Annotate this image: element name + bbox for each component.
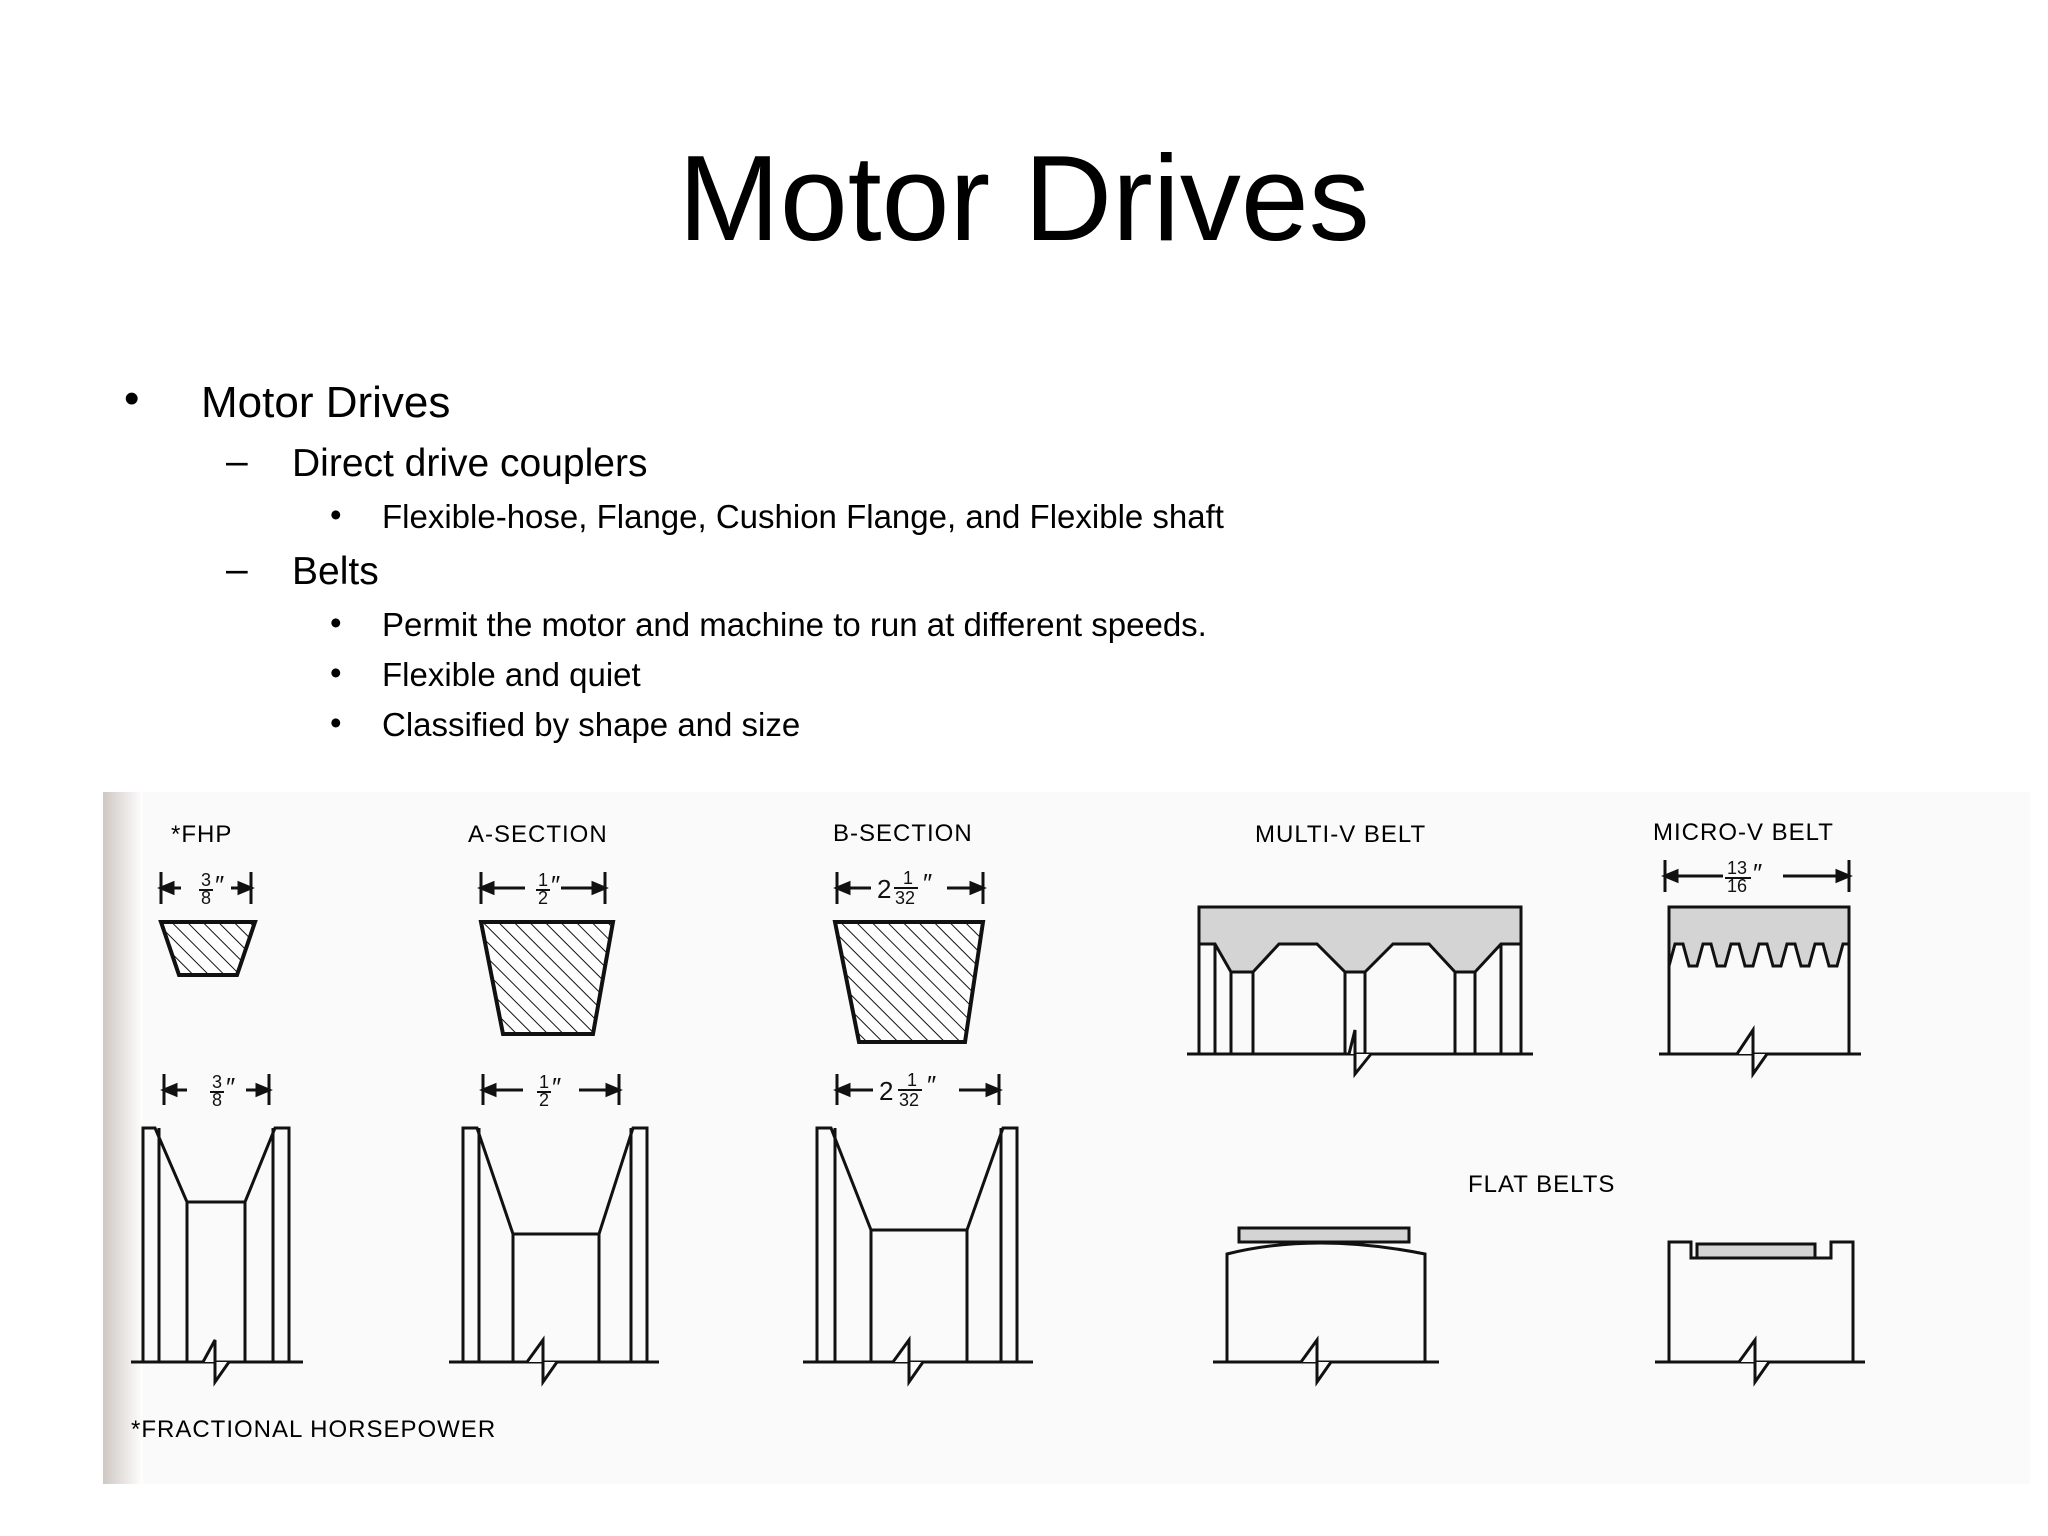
bullet-coupler-types: Flexible-hose, Flange, Cushion Flange, a… [382,498,1224,535]
b-sheave-dim-whole: 2 [879,1076,893,1106]
bullet-marker: • [124,374,140,423]
bullet-marker: • [330,654,342,691]
fhp-sheave-dim-inch: ″ [226,1072,235,1102]
bullet-marker: • [330,704,342,741]
b-section-dimension [833,872,987,904]
a-dim-den: 2 [538,888,548,908]
bullet-belts: Belts [292,550,379,593]
micro-dim-den: 16 [1727,876,1747,896]
slide-title: Motor Drives [678,130,1370,266]
dash-marker: – [226,440,248,483]
label-a-section: A-SECTION [468,821,608,848]
a-section-dimension [477,872,609,904]
fhp-sheave [131,1126,303,1387]
b-dim-whole: 2 [877,874,891,904]
a-dim-inch: ″ [551,870,560,900]
b-dim-inch: ″ [923,868,932,898]
label-flat-belts: FLAT BELTS [1468,1171,1615,1198]
fhp-belt-section [158,920,258,977]
label-multi-v-belt: MULTI-V BELT [1255,821,1426,848]
label-b-section: B-SECTION [833,820,973,847]
label-micro-v-belt: MICRO-V BELT [1653,819,1834,846]
multi-v-belt [1187,905,1533,1079]
b-dim-num: 1 [903,868,913,888]
b-dim-den: 32 [895,888,915,908]
micro-dim-num: 13 [1727,858,1747,878]
bullet-marker: • [330,496,342,533]
micro-v-belt [1659,905,1861,1079]
bullet-direct-drive-couplers: Direct drive couplers [292,442,648,485]
fhp-sheave-dim-num: 3 [212,1072,222,1092]
b-section-dimension-sheave [833,1074,1003,1105]
micro-v-dimension [1661,860,1853,892]
belt-diagram: *FHP A-SECTION B-SECTION MULTI-V BELT MI… [103,792,2030,1484]
a-sheave-dim-den: 2 [539,1090,549,1110]
scan-edge [103,792,143,1484]
fhp-dim-num: 3 [201,870,211,890]
bullet-classified: Classified by shape and size [382,706,801,743]
b-section-sheave [803,1126,1033,1387]
flat-belt-crowned [1213,1226,1439,1387]
bullet-motor-drives: Motor Drives [201,378,451,427]
fhp-dimension-sheave [160,1074,273,1105]
b-sheave-dim-num: 1 [907,1070,917,1090]
footnote-fractional-horsepower: *FRACTIONAL HORSEPOWER [131,1416,496,1443]
fhp-dim-inch: ″ [215,870,224,900]
b-sheave-dim-inch: ″ [927,1070,936,1100]
fhp-dim-den: 8 [201,888,211,908]
dash-marker: – [226,548,248,591]
flat-belt-flanged [1655,1240,1865,1387]
a-dim-num: 1 [538,870,548,890]
a-sheave-dim-inch: ″ [552,1072,561,1102]
a-section-belt [478,920,616,1036]
bullet-marker: • [330,604,342,641]
bullet-flexible-quiet: Flexible and quiet [382,656,641,693]
micro-dim-inch: ″ [1753,858,1762,888]
label-fhp: *FHP [171,821,232,848]
a-section-dimension-sheave [479,1074,623,1105]
a-sheave-dim-num: 1 [539,1072,549,1092]
fhp-sheave-dim-den: 8 [212,1090,222,1110]
bullet-list: • Motor Drives – Direct drive couplers •… [0,0,2048,760]
b-section-belt [832,920,986,1044]
b-sheave-dim-den: 32 [899,1090,919,1110]
a-section-sheave [449,1126,659,1387]
fhp-dimension [157,872,255,904]
bullet-different-speeds: Permit the motor and machine to run at d… [382,606,1207,643]
